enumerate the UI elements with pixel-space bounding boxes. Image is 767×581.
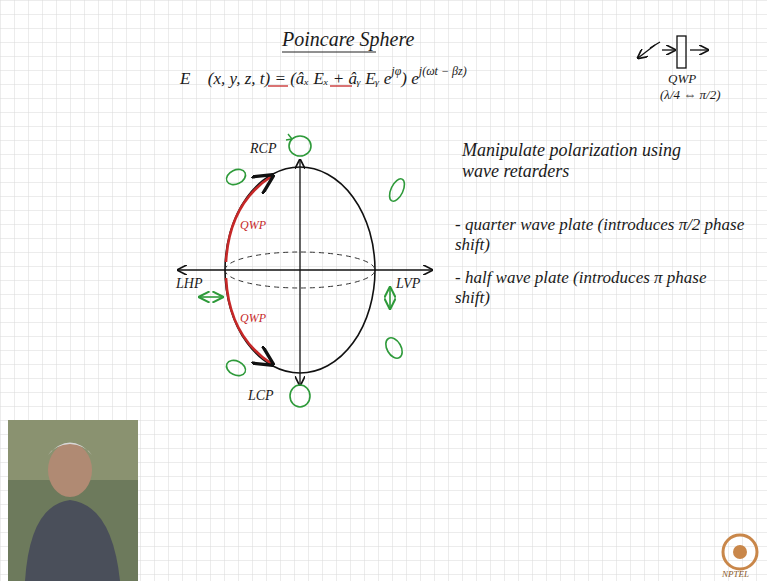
watermark: NPTEL [722,569,749,579]
equation-part: ) e [401,69,418,88]
qwp-arc-label: QWP [240,312,266,326]
pole-label: RCP [250,141,276,157]
waveplate-label: QWP [668,72,696,87]
field-equation: E⃗ (x, y, z, t) = (âₓ Eₓ + âᵧ Eᵧ ejφ) ej… [180,64,467,89]
pole-label: LCP [248,388,274,404]
axis-label: LHP [176,276,202,292]
equation-exponent: j(ωt − βz) [419,64,467,78]
equation-part: E⃗ (x, y, z, t) = (âₓ Eₓ + âᵧ Eᵧ e [180,69,391,88]
qwp-arc-label: QWP [240,219,266,233]
waveplate-note: (λ/4 ⇔ π/2) [660,88,721,103]
slide-title: Poincare Sphere [282,28,414,51]
note-text: - half wave plate (introduces π phase sh… [455,268,745,307]
note-text: - quarter wave plate (introduces π/2 pha… [455,215,745,254]
axis-label: LVP [396,276,420,292]
note-text: Manipulate polarization using wave retar… [462,140,712,181]
equation-exponent: jφ [391,64,401,78]
